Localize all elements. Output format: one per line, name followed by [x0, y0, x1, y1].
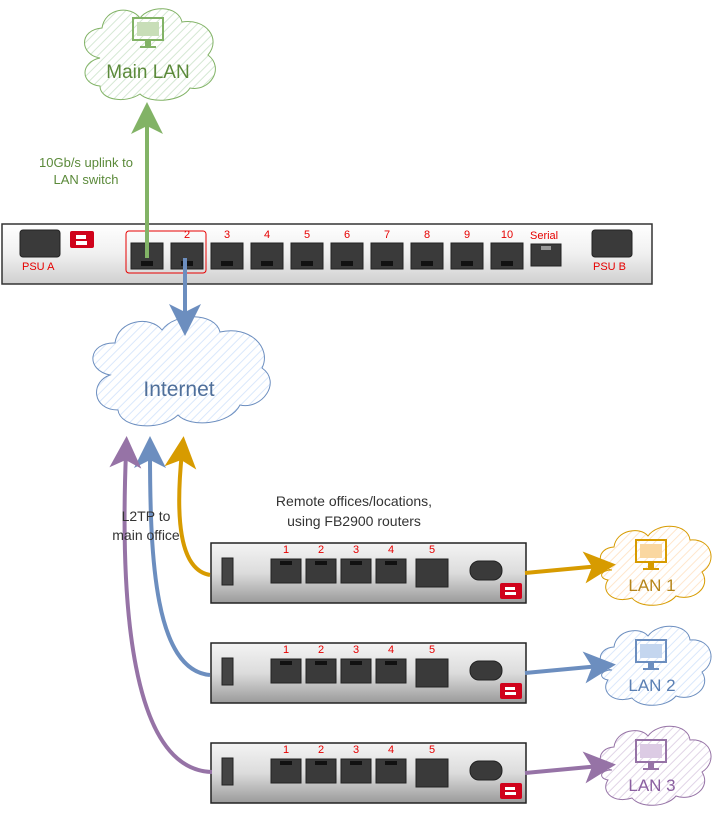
- internet-label: Internet: [143, 378, 215, 401]
- remote-port-label: 5: [428, 544, 436, 556]
- lan2-label: LAN 2: [628, 676, 676, 695]
- main-lan-cloud: [84, 8, 216, 101]
- main-port-label: 4: [263, 229, 271, 241]
- remote-port-1: [270, 658, 302, 684]
- remote-port-label: 4: [387, 644, 395, 656]
- main-port-label: 9: [463, 229, 471, 241]
- brand-logo-icon: [500, 683, 522, 699]
- remote-router-2: [210, 642, 527, 704]
- remote-port-5: [415, 558, 449, 588]
- main-port-label: 8: [423, 229, 431, 241]
- remote-port-label: 2: [317, 544, 325, 556]
- main-port-5: [290, 242, 324, 270]
- remote-router-1: [210, 542, 527, 604]
- remote-port-label: 1: [282, 544, 290, 556]
- remote-port-5: [415, 658, 449, 688]
- remote-port-label: 3: [352, 744, 360, 756]
- internet-cloud: [92, 316, 271, 427]
- remote-port-1: [270, 758, 302, 784]
- main-port-label: 5: [303, 229, 311, 241]
- remote-note-line1: Remote offices/locations,: [275, 493, 433, 509]
- main-port-label: 3: [223, 229, 231, 241]
- uplink-note-line2: LAN switch: [53, 172, 119, 187]
- remote-port-4: [375, 558, 407, 584]
- serial-label: Serial: [530, 230, 559, 242]
- remote-router-3: [210, 742, 527, 804]
- monitor-icon: [635, 739, 667, 770]
- remote-port-2: [305, 658, 337, 684]
- power-slot: [221, 557, 234, 586]
- l2tp-link-2: [134, 436, 211, 677]
- lan2-cloud: [599, 625, 712, 706]
- l2tp-note-line2: main office: [112, 527, 180, 543]
- power-slot: [221, 757, 234, 786]
- main-port-label: 2: [183, 229, 191, 241]
- main-port-4: [250, 242, 284, 270]
- remote-port-label: 4: [387, 744, 395, 756]
- highlight-box: [125, 230, 207, 274]
- remote-port-label: 2: [317, 744, 325, 756]
- remote-port-5: [415, 758, 449, 788]
- lan3-label: LAN 3: [628, 776, 676, 795]
- remote-port-label: 5: [428, 644, 436, 656]
- lan3-link: [524, 751, 616, 784]
- monitor-icon: [132, 17, 164, 48]
- monitor-icon: [635, 639, 667, 670]
- main-port-label: 7: [383, 229, 391, 241]
- console-port: [469, 760, 503, 781]
- remote-port-label: 1: [282, 644, 290, 656]
- lan2-link: [524, 651, 616, 684]
- psu-b-slot: [591, 229, 633, 258]
- main-port-label: 10: [500, 229, 514, 241]
- remote-port-label: 3: [352, 544, 360, 556]
- l2tp-link-1: [164, 436, 211, 577]
- lan1-cloud: [599, 525, 712, 606]
- uplink-note-line1: 10Gb/s uplink to: [39, 155, 133, 170]
- remote-port-label: 5: [428, 744, 436, 756]
- brand-logo-icon: [70, 231, 94, 248]
- remote-note-line2: using FB2900 routers: [287, 513, 421, 529]
- lan1-label: LAN 1: [628, 576, 676, 595]
- main-port-6: [330, 242, 364, 270]
- l2tp-link-3: [109, 436, 213, 774]
- lan3-cloud: [599, 725, 712, 806]
- console-port: [469, 560, 503, 581]
- main-lan-label: Main LAN: [106, 62, 190, 83]
- remote-port-label: 2: [317, 644, 325, 656]
- monitor-icon: [635, 539, 667, 570]
- l2tp-note-line1: L2TP to: [121, 508, 171, 524]
- brand-logo-icon: [500, 583, 522, 599]
- psu-a-slot: [19, 229, 61, 258]
- lan1-link: [524, 551, 616, 584]
- remote-port-label: 3: [352, 644, 360, 656]
- brand-logo-icon: [500, 783, 522, 799]
- serial-port: [530, 243, 562, 267]
- psu-a-label: PSU A: [22, 261, 55, 273]
- psu-b-label: PSU B: [593, 261, 627, 273]
- power-slot: [221, 657, 234, 686]
- remote-port-label: 1: [282, 744, 290, 756]
- remote-port-label: 4: [387, 544, 395, 556]
- main-port-label: 6: [343, 229, 351, 241]
- console-port: [469, 660, 503, 681]
